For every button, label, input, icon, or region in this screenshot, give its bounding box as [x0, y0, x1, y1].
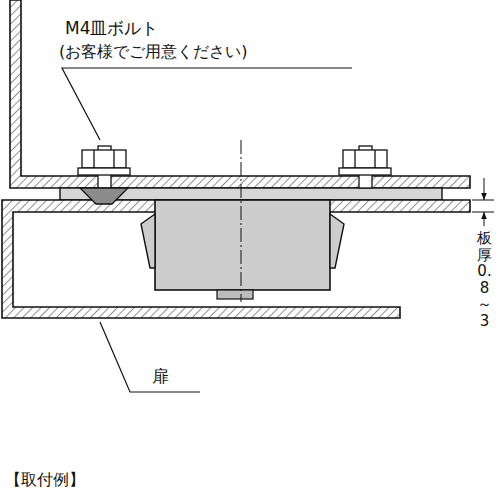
stud-bolt — [339, 146, 391, 188]
center-line — [241, 140, 242, 302]
latch-wedge — [330, 214, 344, 268]
caption: 【取付例】 — [4, 470, 86, 489]
leader-line — [100, 322, 200, 392]
dimension-label: 板厚0.8～3 — [476, 230, 493, 329]
leader-line — [62, 68, 352, 140]
dimension-arrow — [484, 212, 485, 226]
countersunk-bolt — [78, 146, 130, 204]
dimension-arrow — [484, 178, 485, 200]
cabinet-frame — [10, 0, 470, 188]
latch-body — [155, 200, 330, 290]
door-panel — [2, 200, 470, 318]
latch-knob — [217, 290, 253, 299]
part-name: 扉 — [151, 366, 170, 386]
extension-line — [472, 212, 494, 213]
extension-line — [472, 200, 494, 201]
latch-wedge — [141, 214, 155, 268]
part-note: (お客様でご用意ください) — [58, 42, 248, 61]
part-name: M4皿ボルト — [64, 18, 159, 38]
